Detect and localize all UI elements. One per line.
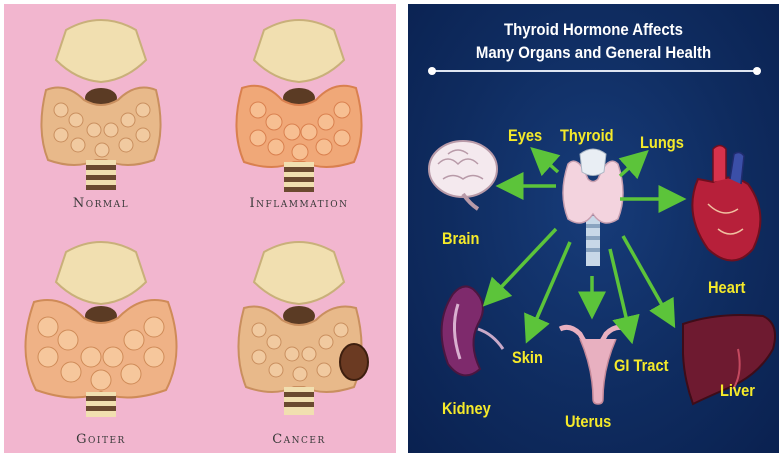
thyroid-hormone-diagram-panel: Thyroid Hormone Affects Many Organs and … [408,4,779,453]
kidney-label: Kidney [442,399,491,419]
thyroid-conditions-panel: Normal Inflammation [4,4,396,453]
eyes-label: Eyes [508,126,542,146]
inflammation-label: Inflammation [204,196,394,211]
lungs-label: Lungs [640,133,684,153]
uterus-label: Uterus [565,412,611,432]
thyroid-label: Thyroid [560,126,614,146]
arrow-to-gi-tract [610,249,630,334]
normal-thyroid-illustration: Normal [6,10,196,220]
goiter-thyroid-illustration: Goiter [6,232,196,442]
thyroid-center-illustration [563,149,623,266]
heart-label: Heart [708,278,745,298]
liver-label: Liver [720,381,755,401]
inflammation-thyroid-illustration: Inflammation [204,10,394,220]
normal-label: Normal [6,196,196,211]
arrow-to-kidney [490,229,556,299]
arrow-to-eyes [538,154,558,172]
kidney-illustration [442,286,503,375]
goiter-thyroid-image [6,232,196,417]
arrow-to-skin [530,242,570,334]
heart-illustration [692,146,760,261]
cancer-label: Cancer [204,432,394,447]
brain-label: Brain [442,229,479,249]
arrow-to-lungs [620,157,641,176]
cancer-thyroid-image [204,232,394,417]
arrow-to-liver [623,236,670,319]
goiter-label: Goiter [6,432,196,447]
inflammation-thyroid-image [204,10,394,195]
brain-illustration [429,141,497,209]
normal-thyroid-image [6,10,196,195]
cancer-thyroid-illustration: Cancer [204,232,394,442]
gi-tract-label: GI Tract [614,356,668,376]
skin-label: Skin [512,348,543,368]
